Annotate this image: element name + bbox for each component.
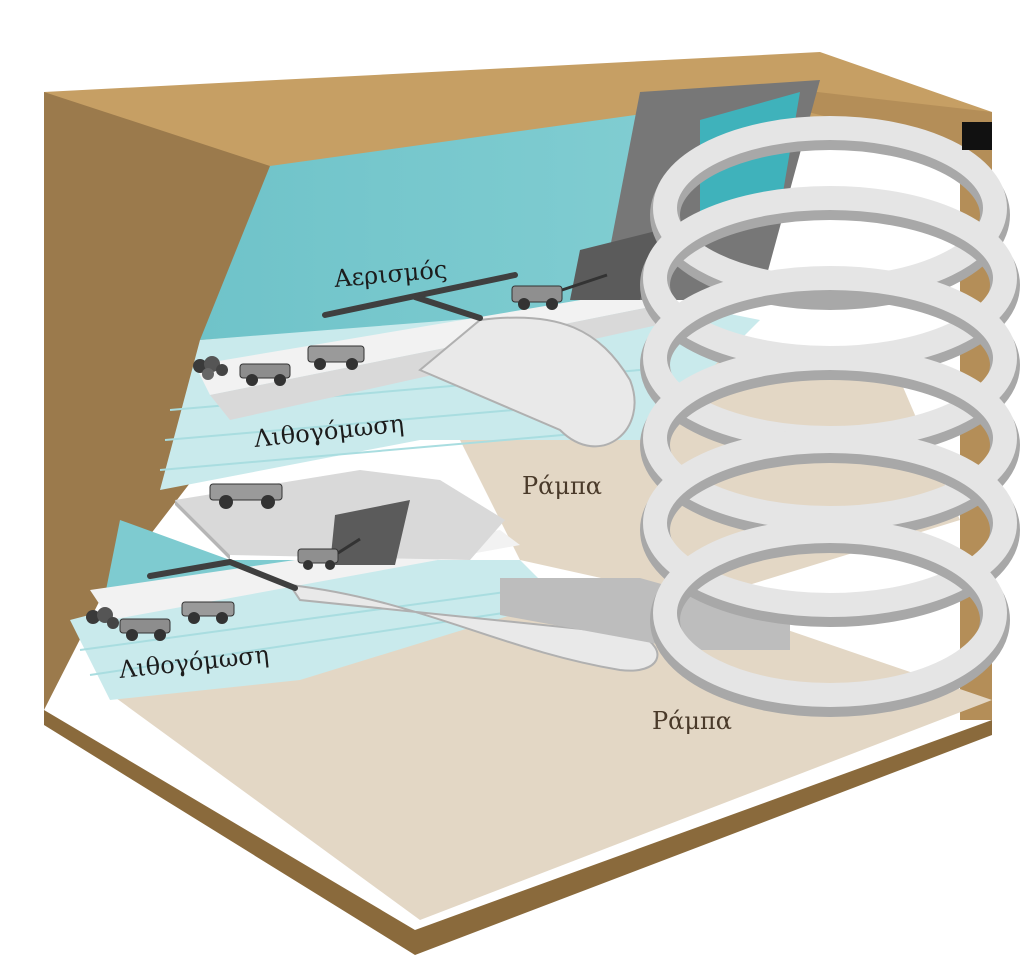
middle-platform-edge	[175, 500, 230, 560]
loader-vehicle-icon	[209, 483, 283, 509]
rock-pile-icon	[193, 356, 228, 380]
earth-left-face	[44, 92, 270, 710]
spiral-ring-5	[640, 429, 1020, 627]
mine-truck-icon	[181, 601, 235, 624]
spiral-ring-6	[650, 519, 1010, 717]
ventilation-pipe-upper	[322, 272, 518, 321]
ramp-portal	[962, 122, 992, 150]
label-ramp-lower: Ράμπα	[652, 707, 732, 735]
drill-rig-icon	[297, 537, 361, 570]
drill-face-lower	[330, 500, 410, 565]
loader-vehicle-icon	[239, 363, 291, 386]
upper-ramp-connector	[418, 316, 636, 448]
earth-top-surface	[44, 52, 992, 170]
spiral-ramp	[640, 116, 1020, 717]
lower-backfill-stripes	[79, 589, 521, 676]
drill-rig-icon	[511, 273, 608, 310]
lower-ramp-connector	[287, 583, 659, 672]
mine-truck-icon	[307, 345, 365, 370]
upper-drift	[195, 290, 660, 395]
earth-front-face	[44, 710, 992, 955]
rock-pile-icon	[86, 607, 119, 629]
lower-crosscut	[500, 578, 790, 650]
loader-vehicle-icon	[119, 618, 171, 641]
label-ramp-middle: Ράμπα	[522, 472, 602, 500]
ventilation-pipe-lower	[147, 559, 298, 591]
drill-face-upper	[570, 230, 660, 300]
